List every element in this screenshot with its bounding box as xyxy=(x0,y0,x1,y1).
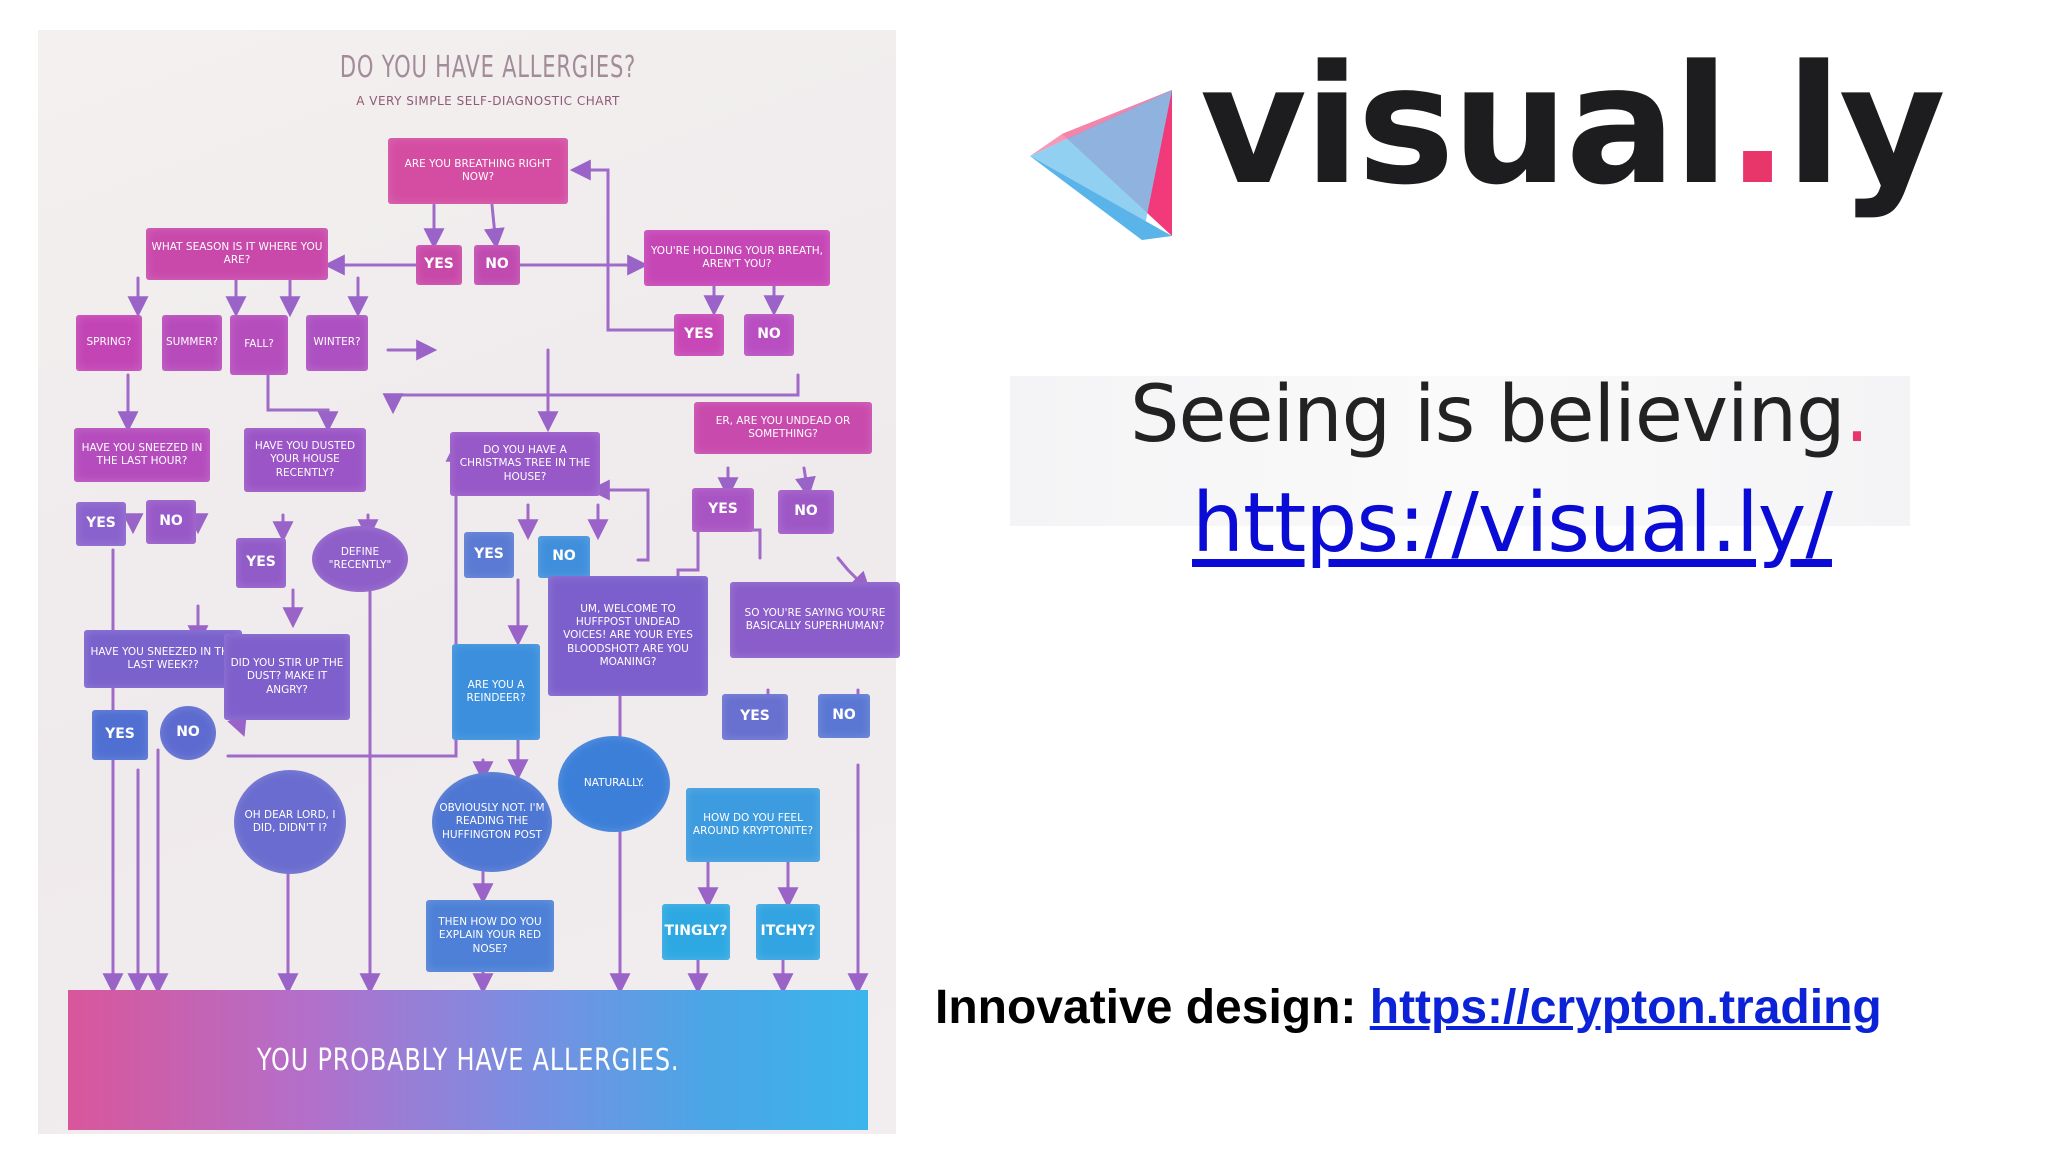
node-sneezed-hour-no: No xyxy=(146,500,196,544)
footer-label: Innovative design: xyxy=(935,981,1370,1034)
tagline-band xyxy=(1010,376,1910,526)
final-result-text: YOU PROBABLY HAVE ALLERGIES. xyxy=(256,1042,680,1078)
node-superhuman-no: No xyxy=(818,694,870,738)
node-holding-no: No xyxy=(744,314,794,356)
tagline-dot: . xyxy=(1844,370,1870,460)
node-breathing-no: No xyxy=(474,245,520,285)
logo-tail: ly xyxy=(1785,30,1946,221)
node-spring: SPRING? xyxy=(76,315,142,371)
node-tree: DO YOU HAVE A CHRISTMAS TREE IN THE HOUS… xyxy=(450,432,600,496)
node-superhuman: SO YOU'RE SAYING YOU'RE BASICALLY SUPERH… xyxy=(730,582,900,658)
node-sneezed-week: HAVE YOU SNEEZED IN THE LAST WEEK?? xyxy=(84,630,242,688)
visually-logo-wordmark: visual.ly xyxy=(1200,44,1946,208)
chart-subtitle: A VERY SIMPLE SELF-DIAGNOSTIC CHART xyxy=(356,94,620,108)
logo-dot: . xyxy=(1726,30,1788,221)
node-tree-no: No xyxy=(538,536,590,578)
node-tingly: TINGLY? xyxy=(662,904,730,960)
node-season: WHAT SEASON IS IT WHERE YOU ARE? xyxy=(146,228,328,280)
crypton-link[interactable]: https://crypton.trading xyxy=(1369,981,1882,1034)
node-undead-no: No xyxy=(778,490,834,534)
node-red-nose: THEN HOW DO YOU EXPLAIN YOUR RED NOSE? xyxy=(426,900,554,972)
footer-line: Innovative design: https://crypton.tradi… xyxy=(935,980,1882,1035)
node-stir-dust: DID YOU STIR UP THE DUST? MAKE IT ANGRY? xyxy=(224,634,350,720)
node-huffpost: UM, WELCOME TO HUFFPOST UNDEAD VOICES! A… xyxy=(548,576,708,696)
node-breathing: ARE YOU BREATHING RIGHT NOW? xyxy=(388,138,568,204)
connector xyxy=(483,203,505,250)
connector xyxy=(266,373,339,433)
connector xyxy=(588,479,650,562)
visually-logo-icon xyxy=(1030,90,1172,240)
chart-title: DO YOU HAVE ALLERGIES? xyxy=(339,50,637,85)
node-summer: SUMMER? xyxy=(162,315,222,371)
node-kryptonite: HOW DO YOU FEEL AROUND KRYPTONITE? xyxy=(686,788,820,862)
connector xyxy=(226,440,467,758)
node-winter: WINTER? xyxy=(306,315,368,371)
node-naturally: NATURALLY. xyxy=(558,736,670,832)
flowchart-connectors xyxy=(102,159,871,995)
node-dusted-yes: YES xyxy=(236,538,286,588)
node-itchy: ITCHY? xyxy=(756,904,820,960)
connector xyxy=(382,373,800,415)
node-sneezed-week-yes: YES xyxy=(92,710,148,760)
tagline: Seeing is believing. xyxy=(1130,370,1870,460)
node-define-recently: DEFINE "RECENTLY" xyxy=(312,526,408,592)
logo-main: visual xyxy=(1200,30,1729,221)
connector xyxy=(569,159,682,332)
node-fall: FALL? xyxy=(230,315,288,375)
node-reindeer: ARE YOU A REINDEER? xyxy=(452,644,540,740)
node-tree-yes: YES xyxy=(464,532,514,578)
final-result-banner: YOU PROBABLY HAVE ALLERGIES. xyxy=(68,990,868,1130)
connector xyxy=(227,713,247,737)
node-superhuman-yes: YES xyxy=(722,694,788,740)
node-sneezed-hour-yes: YES xyxy=(76,502,126,546)
node-holding: YOU'RE HOLDING YOUR BREATH, AREN'T YOU? xyxy=(644,230,830,286)
node-sneezed-hour: HAVE YOU SNEEZED IN THE LAST HOUR? xyxy=(74,428,210,482)
node-breathing-yes: YES xyxy=(416,245,462,285)
node-obviously: OBVIOUSLY NOT. I'M READING THE HUFFINGTO… xyxy=(432,772,552,872)
node-oh-dear: OH DEAR LORD, I DID, DIDN'T I? xyxy=(234,770,346,874)
flowchart-panel: DO YOU HAVE ALLERGIES? A VERY SIMPLE SEL… xyxy=(38,30,900,1134)
node-holding-yes: YES xyxy=(674,314,724,356)
tagline-text: Seeing is believing xyxy=(1130,370,1846,460)
node-undead-yes: YES xyxy=(692,488,754,532)
visually-link[interactable]: https://visual.ly/ xyxy=(1192,476,1833,571)
connector xyxy=(795,466,816,499)
node-sneezed-week-no: No xyxy=(160,706,216,760)
node-dusted: HAVE YOU DUSTED YOUR HOUSE RECENTLY? xyxy=(244,428,366,492)
node-undead: ER, ARE YOU UNDEAD OR SOMETHING? xyxy=(694,402,872,454)
